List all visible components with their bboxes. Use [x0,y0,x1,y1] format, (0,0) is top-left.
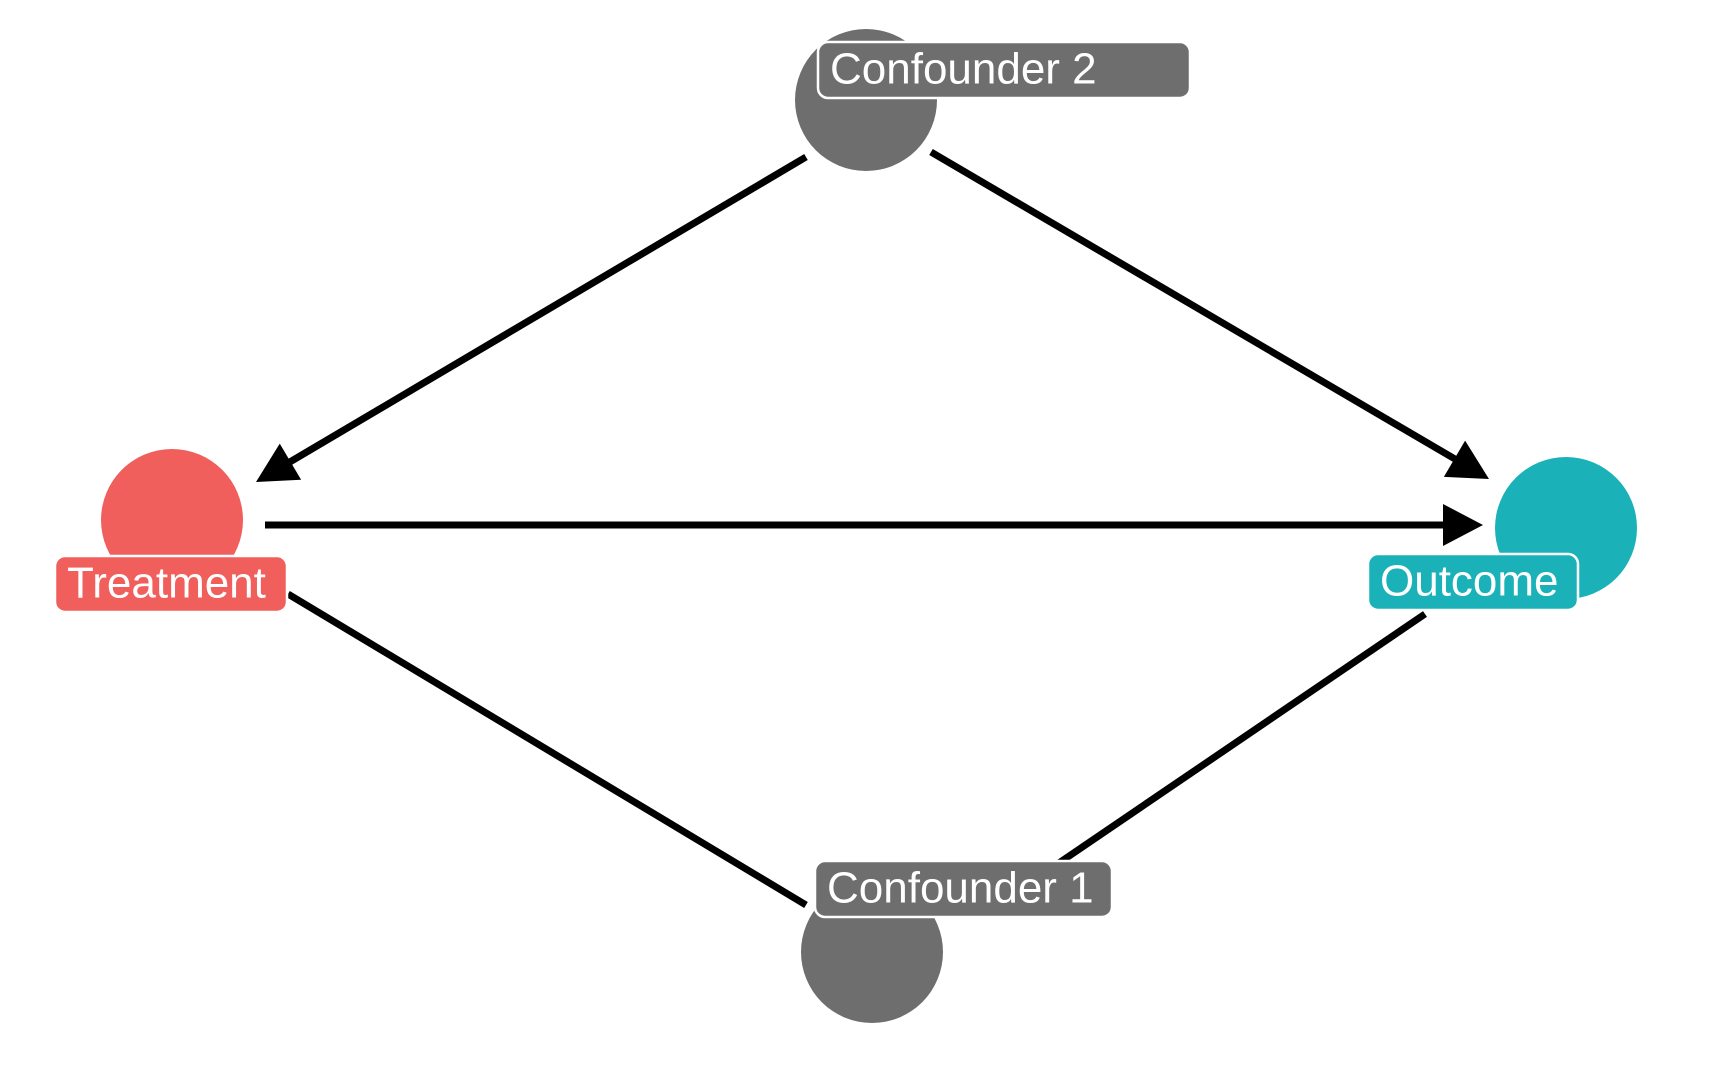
node-label-confounder1[interactable]: Confounder 1 [813,859,1114,919]
node-label-box [1366,552,1580,612]
arrowhead-icon [256,443,302,482]
edge-c2-to-treatment[interactable] [256,153,808,482]
node-label-text: Confounder 1 [827,864,1094,913]
node-label-box [816,40,1192,100]
node-label-box [813,859,1114,919]
node-label-box [53,554,289,614]
edge-line [282,153,808,469]
node-label-confounder2[interactable]: Confounder 2 [816,40,1192,100]
edge-treatment-to-outcome[interactable] [265,504,1483,546]
node-label-outcome[interactable]: Outcome [1366,552,1580,612]
edge-c2-to-outcome[interactable] [929,148,1489,479]
edges-layer [256,148,1489,909]
edge-c1-to-outcome[interactable] [1026,611,1427,887]
arrowhead-icon [1443,440,1489,479]
node-label-text: Confounder 2 [830,45,1097,94]
node-label-text: Outcome [1380,557,1559,606]
node-label-text: Treatment [67,559,266,608]
edge-line [929,148,1463,466]
edge-treatment-to-c1[interactable] [286,590,808,909]
arrowhead-icon [1443,504,1483,546]
edge-line [1026,611,1427,887]
edge-line [286,590,808,909]
node-label-treatment[interactable]: Treatment [53,554,289,614]
